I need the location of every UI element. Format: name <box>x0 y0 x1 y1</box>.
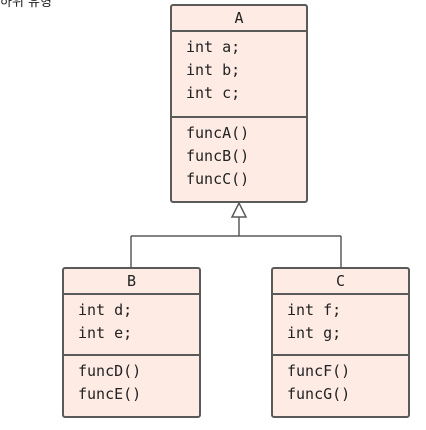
class-c-attribute: int f; <box>287 301 342 319</box>
class-b-box: B int d; int e; funcD() funcE() <box>62 267 201 418</box>
class-b-methods: funcD() funcE() <box>64 356 199 416</box>
class-a-method: funcC() <box>186 170 250 188</box>
class-a-attribute: int c; <box>186 84 241 102</box>
class-b-name: B <box>64 269 199 295</box>
class-c-methods: funcF() funcG() <box>273 356 408 416</box>
class-a-methods: funcA() funcB() funcC() <box>172 118 306 201</box>
class-a-attributes: int a; int b; int c; <box>172 32 306 118</box>
class-a-box: A int a; int b; int c; funcA() funcB() f… <box>170 4 308 203</box>
class-c-name: C <box>273 269 408 295</box>
class-c-attributes: int f; int g; <box>273 295 408 356</box>
class-b-method: funcE() <box>78 385 142 403</box>
class-a-attribute: int b; <box>186 61 241 79</box>
top-caption: 하위 유형 <box>0 0 52 10</box>
class-a-method: funcA() <box>186 124 250 142</box>
class-b-attribute: int e; <box>78 324 133 342</box>
class-c-method: funcG() <box>287 385 351 403</box>
class-b-attribute: int d; <box>78 301 133 319</box>
class-c-box: C int f; int g; funcF() funcG() <box>271 267 410 418</box>
class-a-method: funcB() <box>186 147 250 165</box>
class-c-attribute: int g; <box>287 324 342 342</box>
class-b-method: funcD() <box>78 362 142 380</box>
class-c-method: funcF() <box>287 362 351 380</box>
class-a-attribute: int a; <box>186 38 241 56</box>
class-b-attributes: int d; int e; <box>64 295 199 356</box>
generalization-arrowhead-icon <box>230 201 248 218</box>
class-a-name: A <box>172 6 306 32</box>
